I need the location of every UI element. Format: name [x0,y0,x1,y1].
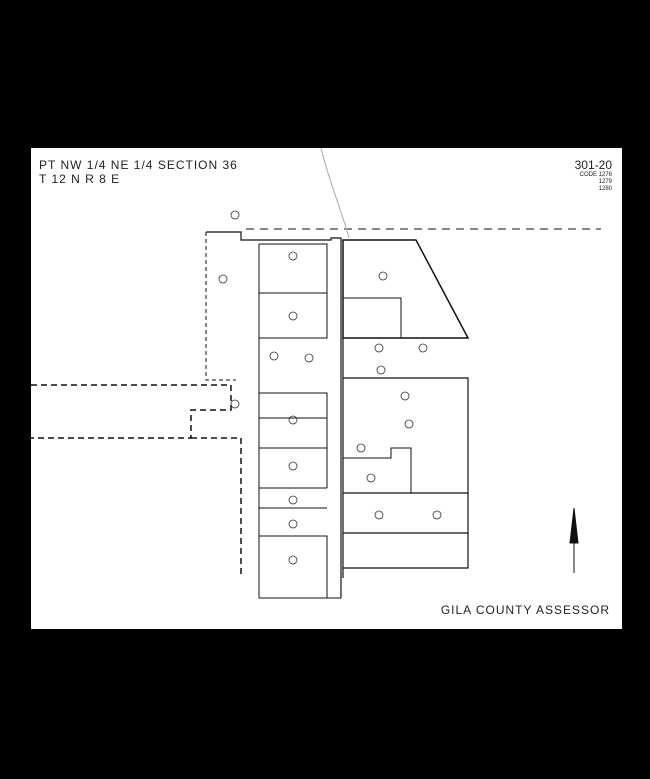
lot-markers [218,210,442,565]
code-value: 1280 [598,186,612,192]
parcel-lines [31,148,601,599]
north-arrow-icon [569,507,579,544]
assessor-label: GILA COUNTY ASSESSOR [440,603,610,617]
lot-lines [343,447,412,493]
parcel-boundary [31,384,232,439]
parcel-map-sheet: PT NW 1/4 NE 1/4 SECTION 36 T 12 N R 8 E… [31,148,622,629]
parcel-boundary [342,239,470,339]
lot-lines [258,243,328,598]
parcel-boundary [191,437,242,578]
parcel-boundary [206,231,342,598]
code-value: 1279 [598,179,612,185]
lot-lines [343,297,402,338]
lot-lines [258,568,341,599]
code-label: CODE 1276 [579,172,612,178]
tax-code: CODE 1276 1279 1280 [580,172,612,193]
parcel-boundary [205,232,236,381]
lot-lines [259,417,328,488]
map-number: 301-20 [574,158,612,172]
road-line [320,148,350,239]
township-range: T 12 N R 8 E [39,172,121,186]
map-title: PT NW 1/4 NE 1/4 SECTION 36 [39,158,238,172]
